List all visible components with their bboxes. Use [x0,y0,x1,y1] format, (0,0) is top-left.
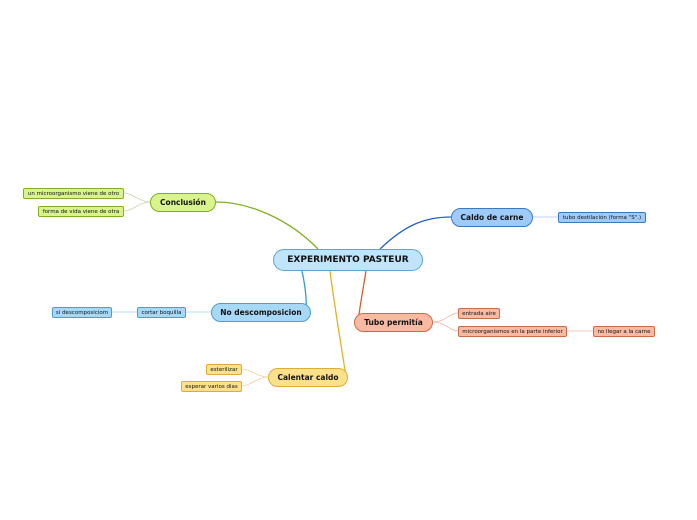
branch-tubo-permitia[interactable]: Tubo permitía [354,313,433,332]
leaf-calentar-caldo-1[interactable]: esterilizar [206,364,242,375]
branch-no-descomposicion[interactable]: No descomposicion [211,303,311,322]
edge-tubo-leaf-2 [432,321,459,332]
leaf-tubo-permitia-1[interactable]: entrada aire [458,308,500,319]
leaf-conclusion-1[interactable]: un microorganismo viene de otro [23,188,124,199]
leaf-caldo-de-carne-1[interactable]: tubo destilación (forma "S".) [558,212,646,223]
edge-calentar-leaf-2 [241,376,269,387]
edge-root-caldo-carne [379,216,452,250]
branch-caldo-de-carne[interactable]: Caldo de carne [451,208,533,227]
edge-root-calentar-caldo [329,270,347,378]
leaf-tubo-permitia-3[interactable]: no llegar a la carne [593,326,655,337]
leaf-calentar-caldo-2[interactable]: esperar varios dias [181,381,242,392]
edge-conclusion-leaf-2 [123,201,151,212]
edge-calentar-leaf-1 [241,368,269,378]
branch-conclusion[interactable]: Conclusión [150,193,216,212]
edge-tubo-leaf-1 [432,312,459,323]
root-node[interactable]: EXPERIMENTO PASTEUR [273,249,423,271]
edge-conclusion-leaf-1 [123,192,151,203]
leaf-no-descomposicion-2[interactable]: si descomposiciom [52,307,112,318]
edge-root-conclusion [215,201,319,250]
leaf-tubo-permitia-2[interactable]: microorganismos en la parte inferior [458,326,567,337]
branch-calentar-caldo[interactable]: Calentar caldo [268,368,348,387]
leaf-no-descomposicion-1[interactable]: cortar boquilla [137,307,186,318]
leaf-conclusion-2[interactable]: forma de vida viene de otra [38,206,124,217]
